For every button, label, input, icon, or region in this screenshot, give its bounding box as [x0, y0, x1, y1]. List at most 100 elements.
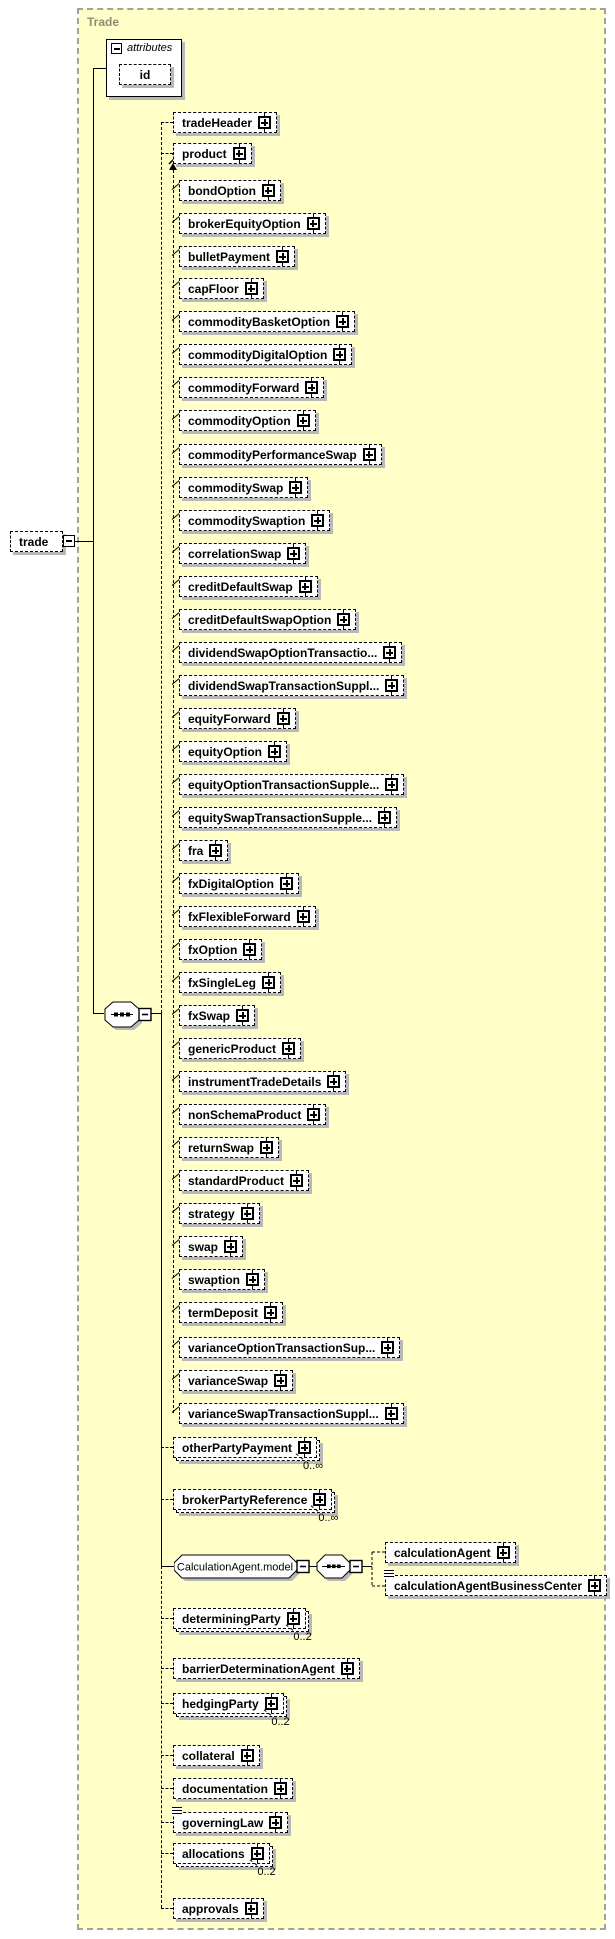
element-box-strategy[interactable]: strategy	[179, 1203, 260, 1224]
expand-icon[interactable]	[305, 378, 319, 397]
expand-icon[interactable]	[224, 1237, 238, 1256]
expand-icon[interactable]	[260, 1138, 274, 1157]
expand-icon[interactable]	[333, 345, 347, 364]
element-box-trade[interactable]: trade	[10, 531, 64, 552]
element-box-fxFlexibleForward[interactable]: fxFlexibleForward	[179, 906, 316, 927]
element-box-capFloor[interactable]: capFloor	[179, 278, 264, 299]
element-box-calculationAgent[interactable]: calculationAgent	[385, 1542, 516, 1563]
element-box-product[interactable]: product	[173, 143, 252, 164]
element-box-varianceSwapTransactionSuppl[interactable]: varianceSwapTransactionSuppl...	[179, 1403, 404, 1424]
expand-icon[interactable]	[274, 1371, 288, 1390]
element-box-swap[interactable]: swap	[179, 1236, 244, 1257]
element-box-commodityBasketOption[interactable]: commodityBasketOption	[179, 311, 356, 332]
element-box-equityOption[interactable]: equityOption	[179, 741, 287, 762]
element-box-bulletPayment[interactable]: bulletPayment	[179, 246, 296, 267]
expand-icon[interactable]	[298, 1438, 312, 1457]
expand-icon[interactable]	[287, 544, 301, 563]
expand-icon[interactable]	[269, 1813, 283, 1832]
expand-icon[interactable]	[268, 742, 281, 761]
expand-icon[interactable]	[244, 1899, 258, 1918]
expand-icon[interactable]	[276, 709, 290, 728]
element-box-brokerEquityOption[interactable]: brokerEquityOption	[179, 213, 326, 234]
element-box-governingLaw[interactable]: governingLaw	[172, 1807, 289, 1833]
element-box-creditDefaultSwap[interactable]: creditDefaultSwap	[179, 576, 318, 597]
expand-icon[interactable]	[264, 1303, 278, 1322]
element-box-hedgingParty[interactable]: hedgingParty	[173, 1693, 284, 1714]
element-box-barrierDeterminationAgent[interactable]: barrierDeterminationAgent	[173, 1658, 360, 1679]
expand-icon[interactable]	[307, 1105, 321, 1124]
expand-icon[interactable]	[298, 577, 312, 596]
element-box-nonSchemaProduct[interactable]: nonSchemaProduct	[179, 1104, 327, 1125]
element-box-equitySwapTransactionSupple[interactable]: equitySwapTransactionSupple...	[179, 807, 398, 828]
expand-icon[interactable]	[262, 973, 276, 992]
expand-icon[interactable]	[385, 775, 399, 794]
element-box-approvals[interactable]: approvals	[173, 1898, 264, 1919]
element-box-calculationAgentBusinessCenter[interactable]: calculationAgentBusinessCenter	[384, 1570, 608, 1596]
expand-icon[interactable]	[243, 940, 257, 959]
element-box-fxOption[interactable]: fxOption	[179, 939, 263, 960]
expand-icon[interactable]	[340, 1659, 354, 1678]
element-box-swaption[interactable]: swaption	[179, 1269, 266, 1290]
element-box-varianceOptionTransactionSup[interactable]: varianceOptionTransactionSup...	[179, 1337, 401, 1358]
expand-icon[interactable]	[296, 411, 310, 430]
expand-icon[interactable]	[274, 1779, 287, 1798]
expand-icon[interactable]	[362, 445, 376, 464]
element-box-fra[interactable]: fra	[179, 840, 229, 861]
expand-icon[interactable]	[311, 511, 325, 530]
element-box-dividendSwapTransactionSuppl[interactable]: dividendSwapTransactionSuppl...	[179, 675, 405, 696]
expand-icon[interactable]	[264, 1694, 278, 1713]
expand-icon[interactable]	[290, 1171, 304, 1190]
element-box-commodityOption[interactable]: commodityOption	[179, 410, 316, 431]
expand-icon[interactable]	[383, 643, 397, 662]
element-box-varianceSwap[interactable]: varianceSwap	[179, 1370, 294, 1391]
expand-icon[interactable]	[306, 214, 320, 233]
element-box-commodityForward[interactable]: commodityForward	[179, 377, 325, 398]
expand-icon[interactable]	[246, 1270, 260, 1289]
expand-icon[interactable]	[232, 144, 246, 163]
expand-icon[interactable]	[276, 247, 290, 266]
element-box-standardProduct[interactable]: standardProduct	[179, 1170, 310, 1191]
element-box-fxSwap[interactable]: fxSwap	[179, 1005, 256, 1026]
element-box-returnSwap[interactable]: returnSwap	[179, 1137, 280, 1158]
expand-icon[interactable]	[327, 1072, 341, 1091]
expand-icon[interactable]	[588, 1576, 602, 1595]
element-box-commoditySwaption[interactable]: commoditySwaption	[179, 510, 331, 531]
element-box-documentation[interactable]: documentation	[173, 1778, 293, 1799]
expand-icon[interactable]	[381, 1338, 395, 1357]
element-box-tradeHeader[interactable]: tradeHeader	[173, 112, 278, 133]
element-box-fxSingleLeg[interactable]: fxSingleLeg	[179, 972, 282, 993]
expand-icon[interactable]	[261, 181, 275, 200]
expand-icon[interactable]	[282, 1039, 296, 1058]
expand-icon[interactable]	[236, 1006, 250, 1025]
expand-icon[interactable]	[336, 312, 350, 331]
expand-icon[interactable]	[289, 478, 303, 497]
element-box-brokerPartyReference[interactable]: brokerPartyReference	[173, 1489, 333, 1510]
expand-icon[interactable]	[337, 610, 351, 629]
expand-icon[interactable]	[296, 907, 310, 926]
element-box-equityOptionTransactionSupple[interactable]: equityOptionTransactionSupple...	[179, 774, 405, 795]
expand-icon[interactable]	[378, 808, 392, 827]
element-box-fxDigitalOption[interactable]: fxDigitalOption	[179, 873, 299, 894]
element-box-creditDefaultSwapOption[interactable]: creditDefaultSwapOption	[179, 609, 357, 630]
element-box-determiningParty[interactable]: determiningParty	[173, 1608, 306, 1629]
expand-icon[interactable]	[286, 1609, 300, 1628]
expand-icon[interactable]	[240, 1746, 254, 1765]
element-box-otherPartyPayment[interactable]: otherPartyPayment	[173, 1437, 318, 1458]
attribute-id-box[interactable]: id	[119, 64, 171, 85]
element-box-commoditySwap[interactable]: commoditySwap	[179, 477, 309, 498]
element-box-dividendSwapOptionTransactio[interactable]: dividendSwapOptionTransactio...	[179, 642, 403, 663]
element-box-collateral[interactable]: collateral	[173, 1745, 260, 1766]
expand-icon[interactable]	[313, 1490, 327, 1509]
expand-icon[interactable]	[258, 113, 272, 132]
expand-icon[interactable]	[209, 841, 223, 860]
element-box-commodityPerformanceSwap[interactable]: commodityPerformanceSwap	[179, 444, 382, 465]
expand-icon[interactable]	[384, 1404, 398, 1423]
element-box-allocations[interactable]: allocations	[173, 1843, 270, 1864]
expand-icon[interactable]	[244, 279, 258, 298]
element-box-bondOption[interactable]: bondOption	[179, 180, 281, 201]
element-box-correlationSwap[interactable]: correlationSwap	[179, 543, 307, 564]
expand-icon[interactable]	[280, 874, 293, 893]
element-box-instrumentTradeDetails[interactable]: instrumentTradeDetails	[179, 1071, 347, 1092]
sequence-compositor-icon[interactable]	[104, 1000, 156, 1032]
expand-icon[interactable]	[240, 1204, 254, 1223]
